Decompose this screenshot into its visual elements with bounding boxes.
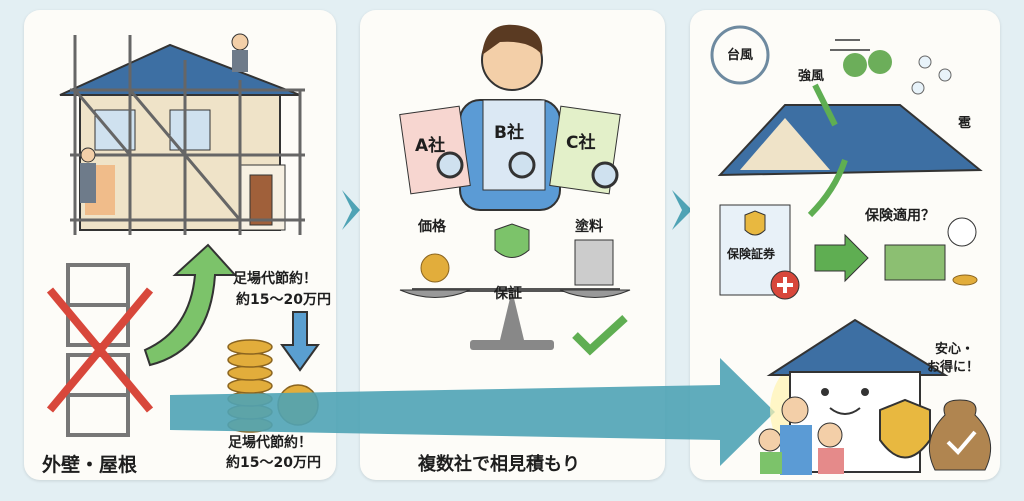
insurance-policy-illustration: [719, 204, 978, 300]
money-bag-icon: [928, 399, 992, 471]
crossed-scaffold-icon: [46, 263, 154, 437]
balance-scale-illustration: [399, 223, 631, 356]
chevron-arrow-1: [342, 190, 360, 230]
person-with-quotes-illustration: [399, 24, 621, 211]
quote-c-label: C社: [566, 133, 596, 153]
check-icon: [572, 315, 628, 356]
paint-can-icon: [574, 239, 614, 286]
saving-label-bottom: 足場代節約！: [228, 435, 312, 451]
strong-wind-label: 強風: [798, 69, 825, 84]
chevron-arrow-2: [672, 190, 692, 230]
saving-amount-bottom: 約15～20万円: [226, 455, 321, 471]
down-arrow-icon: [280, 311, 320, 372]
house-scaffold-illustration: [59, 33, 305, 235]
big-flow-arrow: [170, 358, 775, 466]
insurance-question: 保険適用？: [865, 208, 935, 224]
result-label-1: 安心・: [935, 342, 975, 357]
shield-icon: [494, 223, 530, 258]
quote-b-label: B社: [494, 123, 524, 143]
warranty-label: 保証: [494, 286, 522, 302]
result-label-2: お得に！: [927, 360, 980, 375]
typhoon-label: 台風: [727, 48, 754, 63]
up-arrow-icon: [143, 243, 238, 367]
shield-icon: [879, 398, 931, 459]
quote-a-label: A社: [415, 136, 446, 156]
price-label: 価格: [418, 219, 446, 235]
saving-label-top: 足場代節約！: [233, 271, 317, 287]
hail-label: 雹: [958, 116, 972, 131]
saving-amount-top: 約15～20万円: [236, 292, 331, 308]
happy-family-house-illustration: [758, 318, 992, 475]
panel1-title: 外壁・屋根: [42, 454, 138, 476]
panel2-title: 複数社で相見積もり: [418, 454, 580, 475]
policy-label: 保険証券: [727, 247, 776, 261]
storm-roof-illustration: [710, 25, 983, 218]
paint-label: 塗料: [575, 219, 603, 235]
